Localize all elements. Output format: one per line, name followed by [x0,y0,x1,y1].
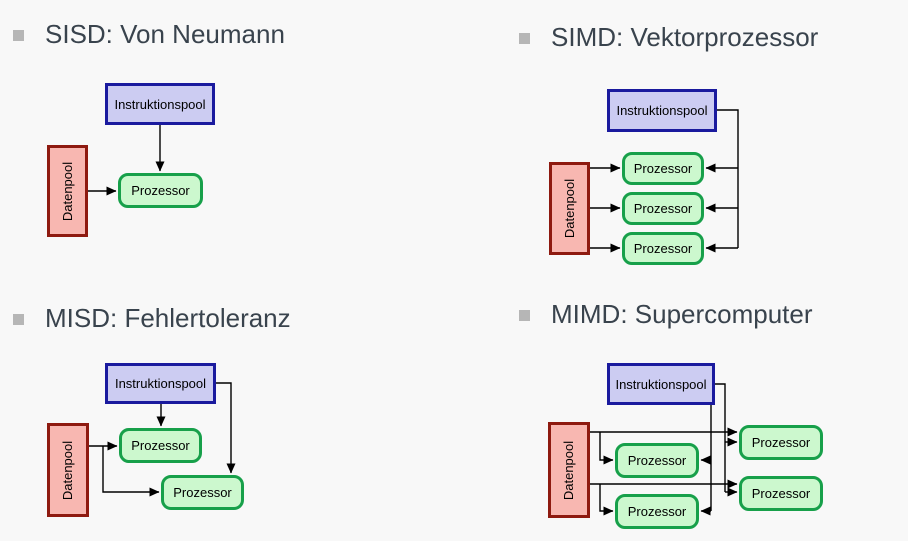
bullet-icon [519,33,530,44]
misd-data-pool-node: Datenpool [47,423,89,517]
simd-instruction-pool-node: Instruktionspool [607,89,717,132]
mimd-instruction-pool-node: Instruktionspool [607,363,715,405]
mimd-processor-node-4: Prozessor [739,476,823,511]
arrow-misd-data-to-processor-2 [102,446,160,497]
simd-processor-node-2: Prozessor [622,192,704,225]
quadrant-title-simd: SIMD: Vektorprozessor [519,22,818,52]
mimd-processor-node-3: Prozessor [739,425,823,460]
quadrant-title-text: MIMD: Supercomputer [551,299,813,329]
quadrant-title-misd: MISD: Fehlertoleranz [13,303,291,333]
misd-processor-node-2: Prozessor [161,475,244,510]
bullet-icon [13,30,24,41]
data-pool-label: Datenpool [60,440,76,500]
simd-processor-node-3: Prozessor [622,232,704,265]
quadrant-title-mimd: MIMD: Supercomputer [519,299,813,329]
bullet-icon [13,314,24,325]
quadrant-title-text: SISD: Von Neumann [45,19,285,49]
simd-data-pool-node: Datenpool [549,162,590,255]
misd-processor-node-1: Prozessor [119,428,202,463]
misd-instruction-pool-node: Instruktionspool [105,363,216,404]
quadrant-title-sisd: SISD: Von Neumann [13,19,285,49]
arrow-mimd-data-to-middle-processor-1 [599,432,614,465]
bullet-icon [519,310,530,321]
sisd-processor-node: Prozessor [118,173,203,208]
arrow-misd-instruction-to-processor-2 [216,382,236,474]
sisd-data-pool-node: Datenpool [47,145,88,237]
sisd-instruction-pool-node: Instruktionspool [105,83,215,125]
mimd-data-pool-node: Datenpool [548,422,590,518]
mimd-instruction-bus-outer [715,383,726,492]
quadrant-title-text: MISD: Fehlertoleranz [45,303,291,333]
quadrant-title-text: SIMD: Vektorprozessor [551,22,819,52]
mimd-processor-node-1: Prozessor [615,443,699,478]
data-pool-label: Datenpool [562,178,577,239]
arrow-mimd-data-to-middle-processor-2 [599,484,614,516]
data-pool-label: Datenpool [561,440,577,500]
simd-instruction-bus [717,109,739,248]
mimd-processor-node-2: Prozessor [615,494,699,529]
simd-processor-node-1: Prozessor [622,152,704,185]
data-pool-label: Datenpool [60,161,75,221]
